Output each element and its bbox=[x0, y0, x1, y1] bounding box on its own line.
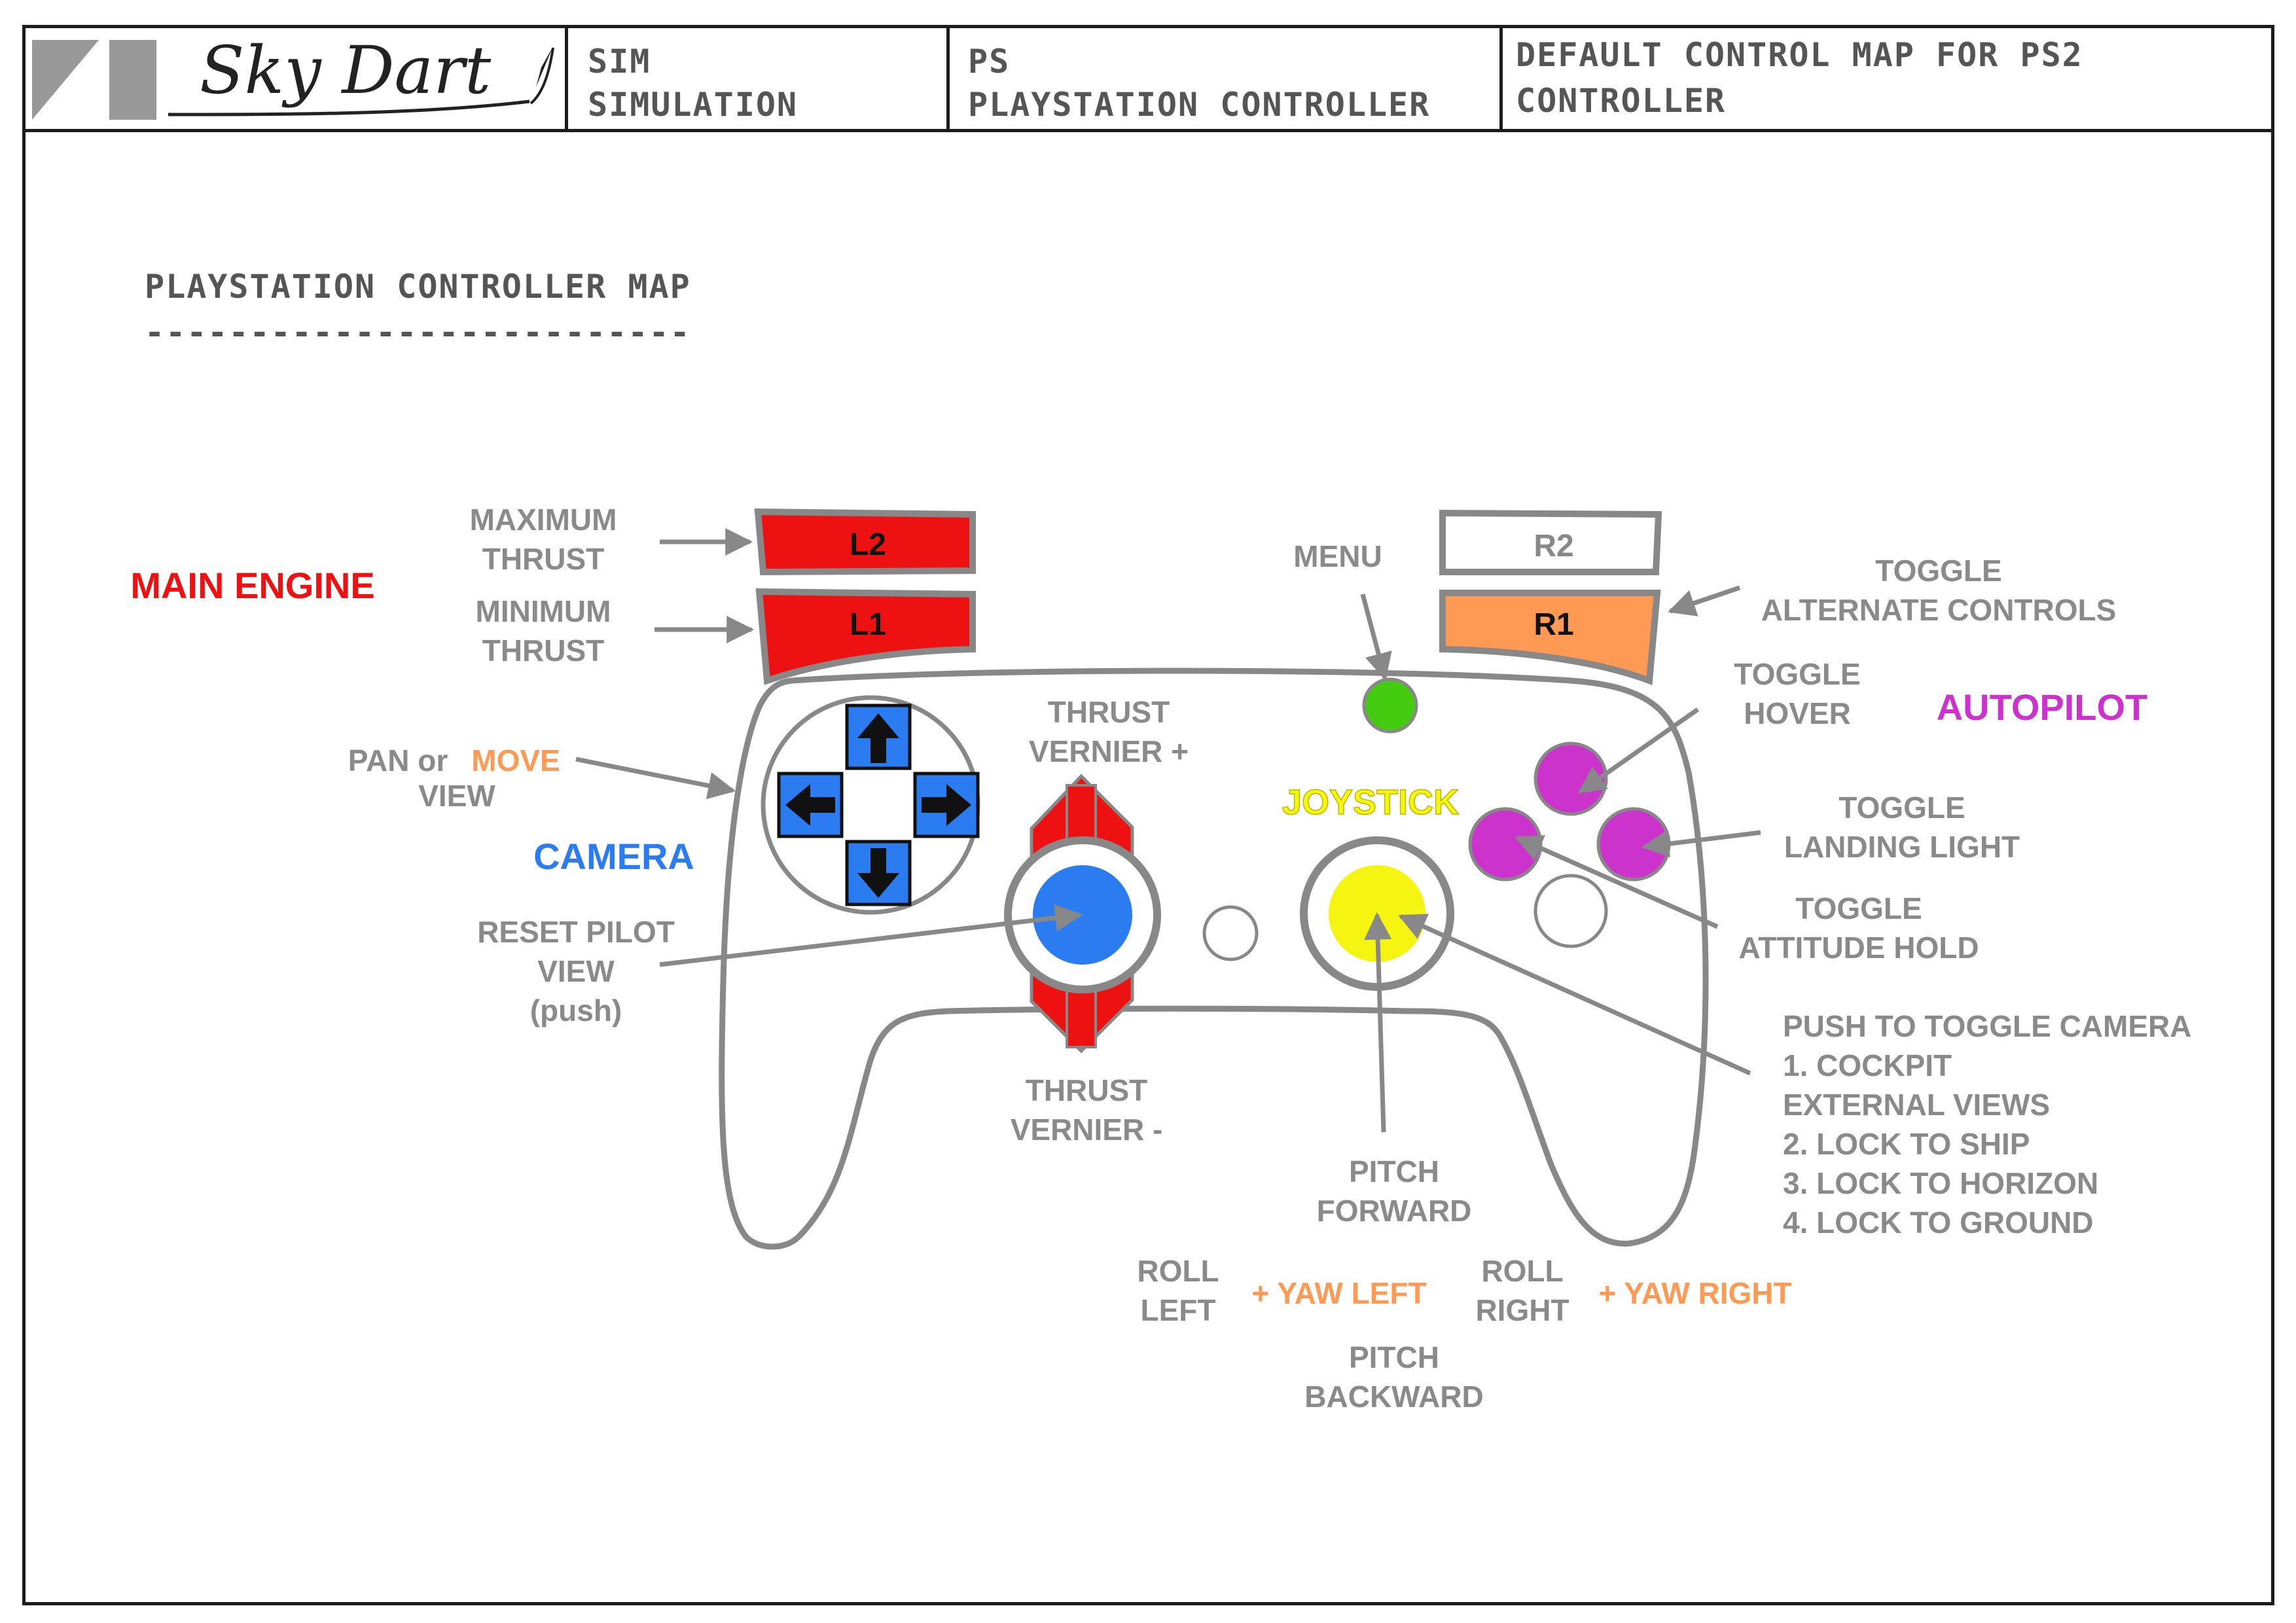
view-label: VIEW bbox=[418, 779, 495, 813]
r2-button-label: R2 bbox=[1534, 529, 1573, 563]
roll-left-label-line1: ROLL bbox=[1137, 1254, 1219, 1288]
logo-emblem-icon bbox=[32, 40, 156, 120]
pitch-forward-label-line1: PITCH bbox=[1349, 1154, 1439, 1188]
l2-button-label: L2 bbox=[850, 527, 886, 562]
dpad-down-arrow-icon[interactable] bbox=[845, 840, 912, 906]
r2-button[interactable] bbox=[1439, 509, 1662, 575]
drawing-sheet: Sky Dart SIM SIMULATION PS PLAYSTATION C… bbox=[22, 25, 2274, 1605]
l1-button-label: L1 bbox=[850, 607, 886, 642]
toggle-landing-light-label-line1: TOGGLE bbox=[1839, 791, 1965, 825]
thrust-vernier-minus-label-line1: THRUST bbox=[1026, 1073, 1148, 1107]
camera-option-lock-to-horizon: 3. LOCK TO HORIZON bbox=[1783, 1166, 2098, 1200]
pitch-backward-label-line2: BACKWARD bbox=[1304, 1380, 1483, 1414]
toggle-hover-label-line2: HOVER bbox=[1744, 696, 1851, 730]
move-label: MOVE bbox=[471, 743, 560, 777]
minimum-thrust-label-line1: MINIMUM bbox=[476, 594, 611, 628]
yaw-left-label: + YAW LEFT bbox=[1251, 1276, 1426, 1310]
thrust-vernier-plus-label-line1: THRUST bbox=[1048, 695, 1170, 729]
autopilot-label: AUTOPILOT bbox=[1937, 687, 2148, 728]
camera-external-views-label: EXTERNAL VIEWS bbox=[1783, 1088, 2050, 1122]
title-code-sim: SIM bbox=[588, 43, 651, 80]
title-cell-description: DEFAULT CONTROL MAP FOR PS2 CONTROLLER bbox=[1503, 28, 2271, 129]
title-cell-sim: SIM SIMULATION bbox=[568, 28, 950, 129]
pointer-arrows bbox=[575, 528, 1761, 1133]
thrust-vernier-plus-label-line2: VERNIER + bbox=[1029, 734, 1189, 768]
thrust-vernier-minus-label-line2: VERNIER - bbox=[1011, 1113, 1163, 1147]
toggle-hover-label-line1: TOGGLE bbox=[1734, 657, 1860, 691]
camera-option-cockpit: 1. COCKPIT bbox=[1783, 1048, 1952, 1082]
title-cell-ps: PS PLAYSTATION CONTROLLER bbox=[950, 28, 1503, 129]
reset-pilot-view-label-line1: RESET PILOT bbox=[477, 915, 675, 949]
dpad-right-arrow-icon[interactable] bbox=[913, 772, 980, 838]
roll-right-label-line1: ROLL bbox=[1481, 1254, 1563, 1288]
r1-button[interactable] bbox=[1439, 590, 1661, 685]
main-engine-label: MAIN ENGINE bbox=[130, 565, 374, 606]
toggle-attitude-hold-label-line2: ATTITUDE HOLD bbox=[1738, 931, 1979, 965]
pan-or-label: PAN or bbox=[348, 743, 448, 777]
push-toggle-camera-label: PUSH TO TOGGLE CAMERA bbox=[1783, 1009, 2191, 1043]
l1-button[interactable] bbox=[755, 588, 976, 685]
maximum-thrust-label-line1: MAXIMUM bbox=[470, 503, 617, 537]
title-name-ps: PLAYSTATION CONTROLLER bbox=[968, 86, 1431, 124]
title-description-line1: DEFAULT CONTROL MAP FOR PS2 bbox=[1516, 36, 2083, 74]
title-name-sim: SIMULATION bbox=[588, 86, 798, 124]
face-button-bottom[interactable] bbox=[1534, 874, 1608, 948]
title-description-line2: CONTROLLER bbox=[1516, 82, 1727, 120]
select-button[interactable] bbox=[1202, 905, 1259, 961]
left-analog-stick[interactable] bbox=[1004, 836, 1161, 993]
pitch-backward-label-line1: PITCH bbox=[1349, 1340, 1439, 1374]
minimum-thrust-label-line2: THRUST bbox=[482, 633, 605, 668]
page-title: PLAYSTATION CONTROLLER MAP bbox=[145, 268, 691, 306]
dpad-up-arrow-icon[interactable] bbox=[845, 704, 912, 770]
dpad-left-arrow-icon[interactable] bbox=[777, 772, 844, 838]
logo-wordmark: Sky Dart bbox=[200, 32, 492, 109]
title-block: Sky Dart SIM SIMULATION PS PLAYSTATION C… bbox=[26, 28, 2271, 132]
maximum-thrust-label-line2: THRUST bbox=[482, 542, 605, 576]
roll-left-label-line2: LEFT bbox=[1141, 1293, 1216, 1327]
page-title-underline: -------------------------- bbox=[145, 313, 691, 351]
toggle-attitude-hold-label-line1: TOGGLE bbox=[1795, 891, 1922, 925]
toggle-alternate-controls-label-line1: TOGGLE bbox=[1875, 554, 2001, 588]
logo-swoosh-icon bbox=[168, 46, 554, 116]
joystick-label: JOYSTICK bbox=[1282, 783, 1459, 822]
roll-right-label-line2: RIGHT bbox=[1475, 1293, 1569, 1327]
pitch-forward-label-line2: FORWARD bbox=[1317, 1194, 1472, 1228]
camera-label: CAMERA bbox=[533, 836, 694, 877]
yaw-right-label: + YAW RIGHT bbox=[1598, 1276, 1791, 1310]
camera-option-lock-to-ground: 4. LOCK TO GROUND bbox=[1783, 1205, 2094, 1240]
title-code-ps: PS bbox=[968, 43, 1011, 80]
l2-button[interactable] bbox=[754, 508, 976, 576]
dpad[interactable] bbox=[761, 695, 980, 915]
r1-button-label: R1 bbox=[1534, 607, 1573, 642]
toggle-landing-light-label-line2: LANDING LIGHT bbox=[1784, 830, 2020, 864]
logo-cell: Sky Dart bbox=[26, 28, 568, 129]
toggle-alternate-controls-label-line2: ALTERNATE CONTROLS bbox=[1761, 593, 2117, 627]
reset-pilot-view-label-line2: VIEW bbox=[537, 954, 615, 988]
reset-pilot-view-label-line3: (push) bbox=[530, 993, 622, 1027]
camera-option-lock-to-ship: 2. LOCK TO SHIP bbox=[1783, 1127, 2030, 1161]
menu-label: MENU bbox=[1293, 539, 1382, 573]
menu-button[interactable] bbox=[1362, 677, 1418, 734]
